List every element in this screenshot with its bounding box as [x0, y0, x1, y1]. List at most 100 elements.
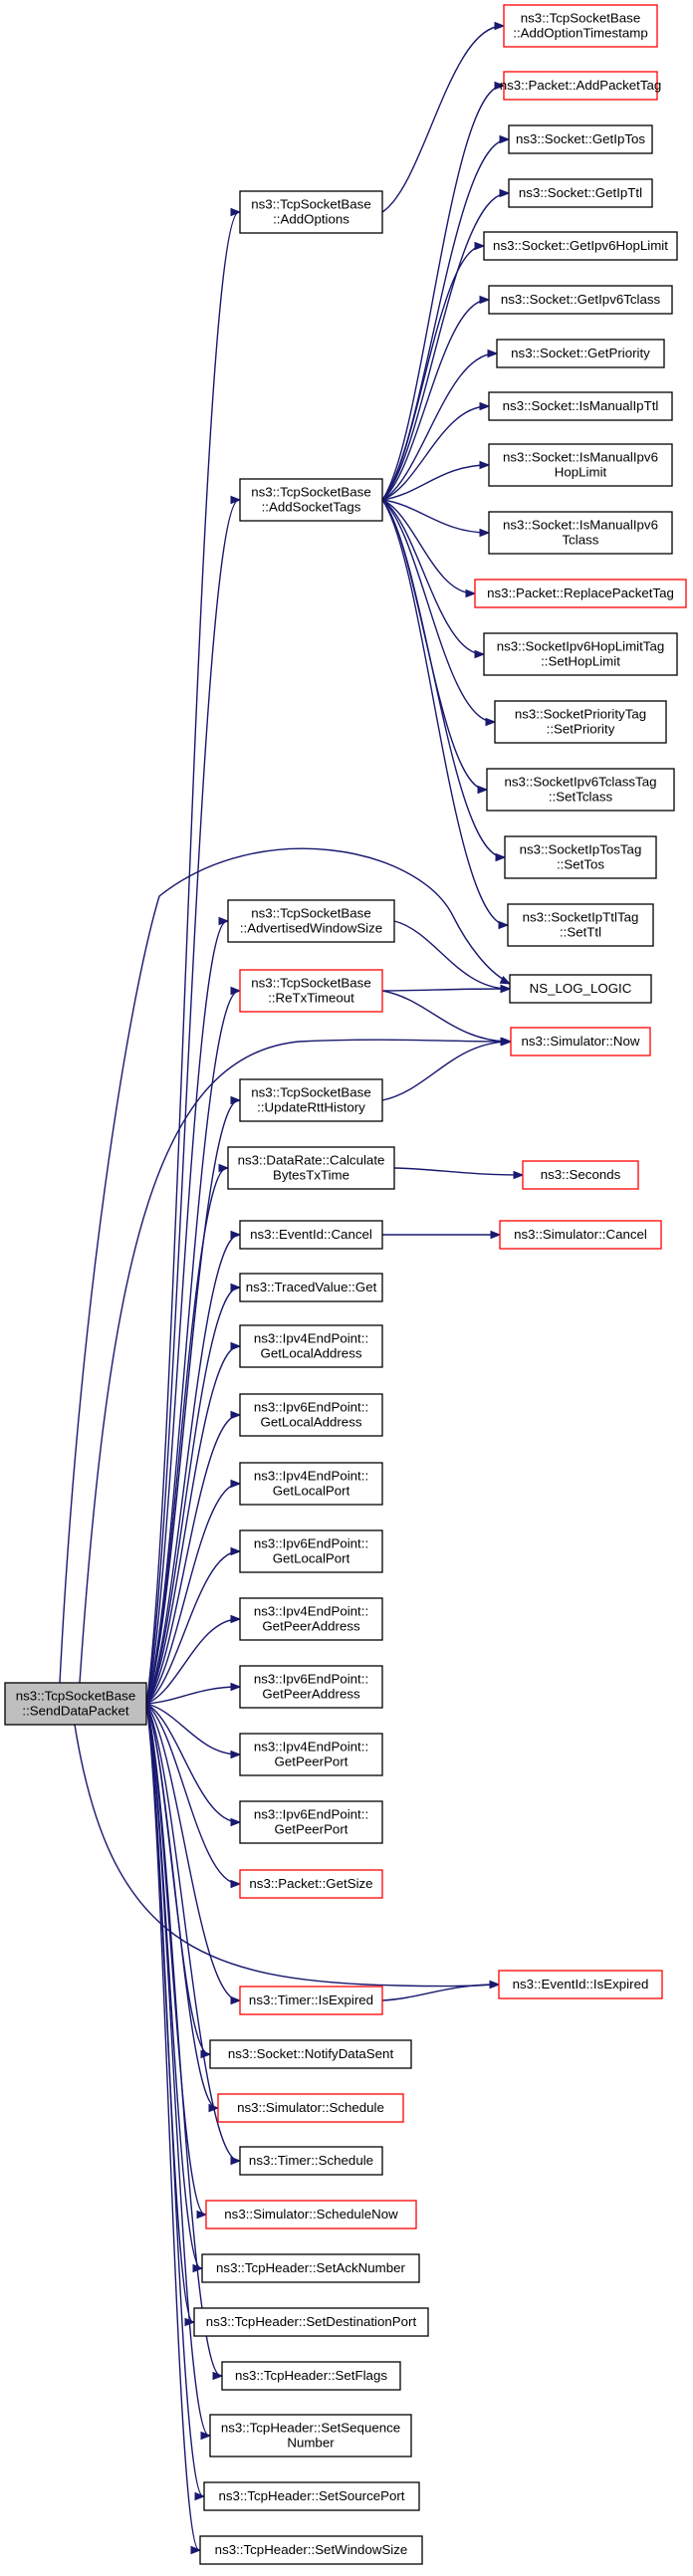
node-isManualIpTtl[interactable]: ns3::Socket::IsManualIpTtl [488, 391, 673, 421]
node-box[interactable] [239, 1462, 383, 1506]
node-box[interactable] [239, 478, 383, 522]
node-setDestinationPort[interactable]: ns3::TcpHeader::SetDestinationPort [193, 2307, 429, 2337]
node-setHopLimit[interactable]: ns3::SocketIpv6HopLimitTag::SetHopLimit [483, 632, 678, 676]
node-getIpv6Tclass[interactable]: ns3::Socket::GetIpv6Tclass [488, 285, 673, 315]
node-ipv6GetLocalAddress[interactable]: ns3::Ipv6EndPoint::GetLocalAddress [239, 1393, 383, 1437]
node-box[interactable] [239, 1220, 383, 1250]
node-box[interactable] [483, 632, 678, 676]
node-simCancel[interactable]: ns3::Simulator::Cancel [499, 1220, 662, 1250]
node-setAckNumber[interactable]: ns3::TcpHeader::SetAckNumber [201, 2253, 420, 2283]
node-box[interactable] [205, 2200, 417, 2229]
node-setPriority[interactable]: ns3::SocketPriorityTag::SetPriority [494, 700, 667, 744]
node-getIpTtl[interactable]: ns3::Socket::GetIpTtl [508, 178, 653, 208]
node-box[interactable] [227, 899, 395, 943]
node-box[interactable] [504, 835, 657, 879]
node-box[interactable] [201, 2253, 420, 2283]
node-box[interactable] [488, 391, 673, 421]
node-getIpv6HopLimit[interactable]: ns3::Socket::GetIpv6HopLimit [483, 231, 678, 261]
node-box[interactable] [209, 2039, 412, 2069]
node-root[interactable]: ns3::TcpSocketBase::SendDataPacket [4, 1682, 147, 1726]
node-box[interactable] [239, 190, 383, 234]
node-box[interactable] [522, 1160, 639, 1190]
node-box[interactable] [474, 579, 687, 608]
node-ipv4GetPeerPort[interactable]: ns3::Ipv4EndPoint::GetPeerPort [239, 1733, 383, 1776]
node-box[interactable] [488, 511, 673, 555]
node-box[interactable] [488, 443, 673, 487]
node-box[interactable] [239, 1324, 383, 1368]
node-box[interactable] [193, 2307, 429, 2337]
node-box[interactable] [499, 1220, 662, 1250]
node-box[interactable] [488, 285, 673, 315]
node-ipv4GetLocalAddress[interactable]: ns3::Ipv4EndPoint::GetLocalAddress [239, 1324, 383, 1368]
node-box[interactable] [239, 1665, 383, 1709]
node-box[interactable] [239, 1529, 383, 1573]
node-eventIdIsExpired[interactable]: ns3::EventId::IsExpired [498, 1970, 663, 1999]
node-ipv6GetLocalPort[interactable]: ns3::Ipv6EndPoint::GetLocalPort [239, 1529, 383, 1573]
node-getPriority[interactable]: ns3::Socket::GetPriority [496, 339, 665, 368]
node-box[interactable] [239, 2146, 383, 2176]
node-box[interactable] [503, 4, 658, 48]
node-advertisedWindowSize[interactable]: ns3::TcpSocketBase::AdvertisedWindowSize [227, 899, 395, 943]
node-setTtl[interactable]: ns3::SocketIpTtlTag::SetTtl [507, 903, 654, 947]
node-box[interactable] [239, 969, 383, 1013]
node-simScheduleNow[interactable]: ns3::Simulator::ScheduleNow [205, 2200, 417, 2229]
node-box[interactable] [509, 974, 652, 1004]
node-simSchedule[interactable]: ns3::Simulator::Schedule [217, 2093, 404, 2123]
node-box[interactable] [239, 1597, 383, 1641]
node-box[interactable] [199, 2535, 423, 2565]
node-addOptions[interactable]: ns3::TcpSocketBase::AddOptions [239, 190, 383, 234]
node-box[interactable] [239, 1078, 383, 1122]
node-box[interactable] [498, 1970, 663, 1999]
node-timerSchedule[interactable]: ns3::Timer::Schedule [239, 2146, 383, 2176]
node-setTclass[interactable]: ns3::SocketIpv6TclassTag::SetTclass [486, 768, 675, 812]
node-box[interactable] [508, 124, 653, 154]
node-tracedValueGet[interactable]: ns3::TracedValue::Get [239, 1273, 383, 1302]
node-ipv6GetPeerAddress[interactable]: ns3::Ipv6EndPoint::GetPeerAddress [239, 1665, 383, 1709]
node-ipv4GetPeerAddress[interactable]: ns3::Ipv4EndPoint::GetPeerAddress [239, 1597, 383, 1641]
node-reTxTimeout[interactable]: ns3::TcpSocketBase::ReTxTimeout [239, 969, 383, 1013]
node-ipv6GetPeerPort[interactable]: ns3::Ipv6EndPoint::GetPeerPort [239, 1800, 383, 1844]
node-seconds[interactable]: ns3::Seconds [522, 1160, 639, 1190]
node-box[interactable] [486, 768, 675, 812]
node-notifyDataSent[interactable]: ns3::Socket::NotifyDataSent [209, 2039, 412, 2069]
node-nsLogLogic[interactable]: NS_LOG_LOGIC [509, 974, 652, 1004]
node-box[interactable] [203, 2481, 420, 2511]
node-setTos[interactable]: ns3::SocketIpTosTag::SetTos [504, 835, 657, 879]
node-timerIsExpired[interactable]: ns3::Timer::IsExpired [239, 1986, 383, 2015]
node-box[interactable] [227, 1146, 395, 1190]
node-replacePacketTag[interactable]: ns3::Packet::ReplacePacketTag [474, 579, 687, 608]
node-box[interactable] [483, 231, 678, 261]
node-box[interactable] [209, 2414, 412, 2458]
node-addOptionTimestamp[interactable]: ns3::TcpSocketBase::AddOptionTimestamp [503, 4, 658, 48]
node-box[interactable] [239, 1393, 383, 1437]
node-setSourcePort[interactable]: ns3::TcpHeader::SetSourcePort [203, 2481, 420, 2511]
node-setWindowSize[interactable]: ns3::TcpHeader::SetWindowSize [199, 2535, 423, 2565]
node-box[interactable] [239, 1273, 383, 1302]
node-box[interactable] [508, 178, 653, 208]
node-simNow[interactable]: ns3::Simulator::Now [510, 1027, 651, 1056]
node-box[interactable] [221, 2361, 401, 2391]
node-box[interactable] [510, 1027, 651, 1056]
node-box[interactable] [217, 2093, 404, 2123]
node-getIpTos[interactable]: ns3::Socket::GetIpTos [508, 124, 653, 154]
node-box[interactable] [239, 1986, 383, 2015]
node-addSocketTags[interactable]: ns3::TcpSocketBase::AddSocketTags [239, 478, 383, 522]
node-box[interactable] [496, 339, 665, 368]
node-box[interactable] [494, 700, 667, 744]
node-box[interactable] [239, 1869, 383, 1899]
node-addPacketTag[interactable]: ns3::Packet::AddPacketTag [500, 71, 662, 101]
node-box[interactable] [239, 1800, 383, 1844]
node-box[interactable] [4, 1682, 147, 1726]
node-box[interactable] [239, 1733, 383, 1776]
node-box[interactable] [503, 71, 658, 101]
node-updateRttHistory[interactable]: ns3::TcpSocketBase::UpdateRttHistory [239, 1078, 383, 1122]
node-setFlags[interactable]: ns3::TcpHeader::SetFlags [221, 2361, 401, 2391]
node-eventIdCancel[interactable]: ns3::EventId::Cancel [239, 1220, 383, 1250]
node-packetGetSize[interactable]: ns3::Packet::GetSize [239, 1869, 383, 1899]
node-ipv4GetLocalPort[interactable]: ns3::Ipv4EndPoint::GetLocalPort [239, 1462, 383, 1506]
node-box[interactable] [507, 903, 654, 947]
